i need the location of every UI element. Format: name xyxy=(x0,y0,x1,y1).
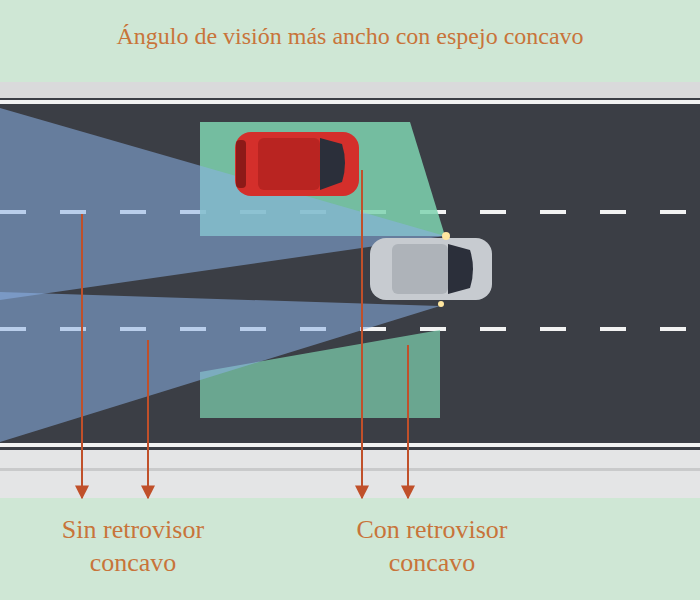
title: Ángulo de visión más ancho con espejo co… xyxy=(10,22,690,51)
edge-line xyxy=(0,100,700,104)
caption-label: Sin retrovisor concavo xyxy=(38,514,228,579)
leader-arrow xyxy=(147,340,149,498)
edge-line xyxy=(0,443,700,447)
shoulder-line xyxy=(0,468,700,471)
shoulder xyxy=(0,450,700,498)
leader-arrow xyxy=(81,214,83,498)
leader-arrow xyxy=(407,345,409,498)
red-car xyxy=(235,132,359,196)
view-cone xyxy=(0,292,440,442)
leader-arrow xyxy=(361,170,363,498)
caption-label: Con retrovisor concavo xyxy=(337,514,527,579)
asphalt xyxy=(0,98,700,450)
road-edge xyxy=(0,82,700,98)
white-car xyxy=(370,232,492,307)
